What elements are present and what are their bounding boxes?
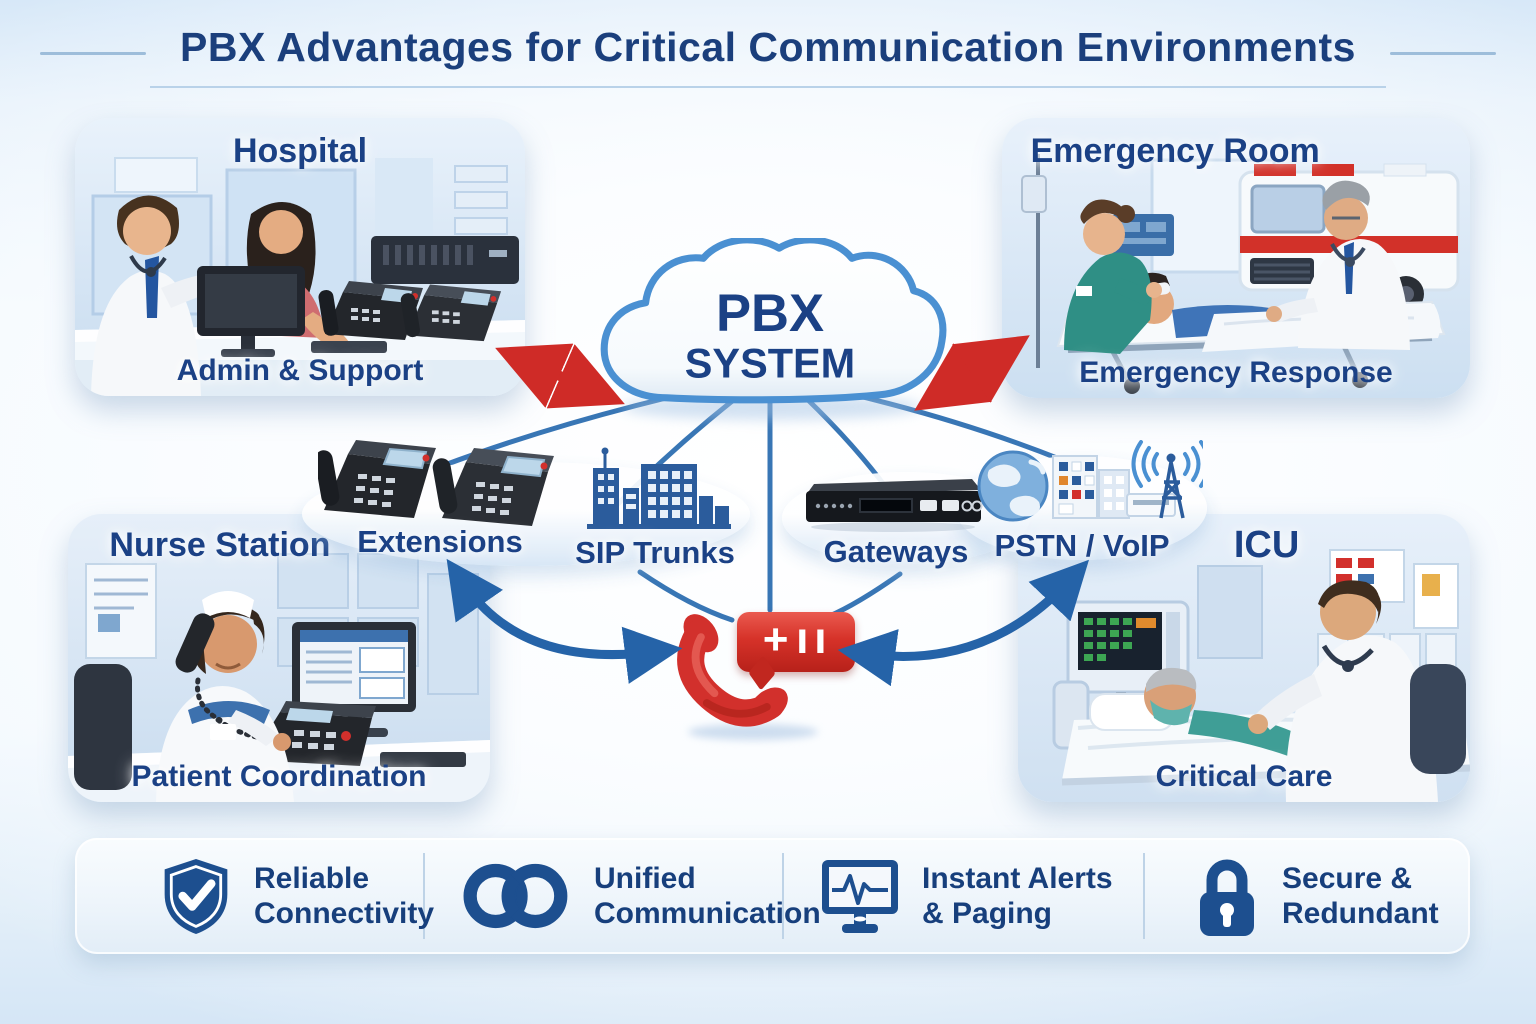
title-left-rule [40,52,146,55]
doctor-figure [1266,180,1410,350]
feature-instant-alerts: Instant Alerts & Paging [818,846,1113,946]
feature-divider [423,853,425,939]
city-buildings-icon [587,447,731,529]
handset-shadow [688,724,818,740]
desk-phones-icon [318,440,554,526]
title-right-rule [1390,52,1496,55]
padlock-icon [1200,859,1254,936]
feature-secure-redundant: Secure & Redundant [1192,846,1439,946]
feature-reliable-connectivity: Reliable Connectivity [158,846,434,946]
gateways-label: Gateways [823,534,969,569]
globe-antenna-icon [977,440,1203,522]
emergency-room-panel-title: Emergency Room [1030,132,1320,170]
pstn-voip-label: PSTN / VoIP [994,528,1170,563]
icu-illustration [1018,514,1470,802]
feature-label-line1: Unified [594,861,696,895]
emergency-alert-bubble: + II [737,612,855,672]
emergency-room-panel-caption: Emergency Response [1079,356,1393,389]
alert-monitor-icon [822,860,898,933]
feature-divider [782,853,784,939]
emergency-room-panel: Emergency Room Emergency Response [1002,118,1470,398]
hospital-panel-caption: Admin & Support [176,354,424,387]
feature-unified-communication: Unified Communication [462,846,821,946]
feature-label-line1: Instant Alerts [922,861,1113,895]
nurse-station-panel-title: Nurse Station [109,526,331,564]
desk-phone-icon [400,284,502,342]
hospital-reception-illustration [75,118,525,396]
emergency-call-icon [677,614,788,727]
sip-trunks-label: SIP Trunks [575,535,735,570]
gateway-server-icon [806,479,983,532]
feature-label-line2: Communication [594,897,821,930]
shield-check-icon [164,858,228,934]
icu-panel-caption: Critical Care [1155,760,1333,793]
extensions-label: Extensions [357,524,523,559]
feature-label-line2: Connectivity [254,897,435,930]
nurse-station-illustration [68,514,490,802]
nurse-figure [156,591,294,802]
title-underline-rule [150,86,1386,88]
pbx-cloud: PBX SYSTEM [588,236,952,410]
medical-plus-symbol: + [762,615,789,664]
cloud-label-line2: SYSTEM [685,340,855,387]
pause-bars-symbol: II [796,623,833,661]
feature-label-line2: Redundant [1282,897,1439,930]
icu-panel-title: ICU [1233,524,1300,566]
nurse-station-panel: Nurse Station Patient Coordination [68,514,490,802]
hospital-panel: Hospital Admin & Support [75,118,525,396]
nurse-figure [1064,199,1162,354]
cloud-icon: PBX SYSTEM [600,236,947,404]
icu-panel: ICU Critical Care [1018,514,1470,802]
cloud-label-line1: PBX [716,284,824,343]
hospital-panel-title: Hospital [232,132,368,170]
nurse-station-panel-caption: Patient Coordination [131,760,427,793]
feature-label-line1: Reliable [254,861,370,895]
emergency-room-illustration [1002,118,1470,398]
linked-rings-icon [463,863,568,929]
feature-label-line2: & Paging [922,897,1053,930]
page-title: PBX Advantages for Critical Communicatio… [180,24,1356,70]
feature-label-line1: Secure & [1282,861,1413,895]
computer-monitor-icon [292,622,416,737]
doctor-figure [1248,580,1438,802]
feature-divider [1143,853,1145,939]
